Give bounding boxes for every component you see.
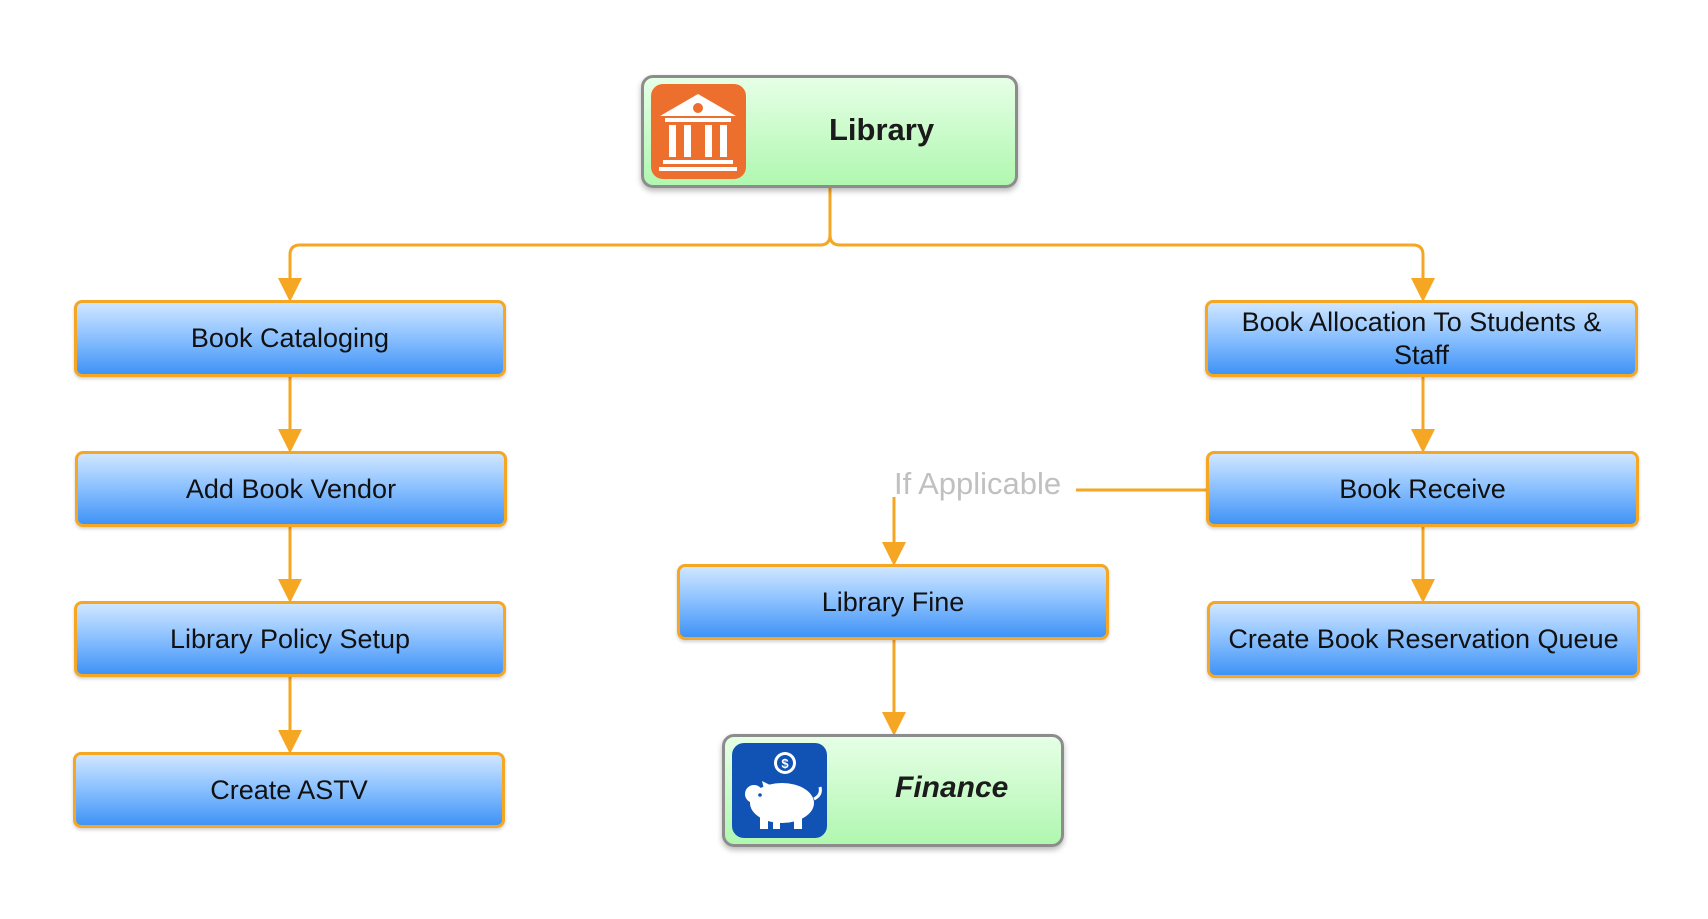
book-receive-label: Book Receive [1339,473,1506,504]
library-fine-label: Library Fine [821,586,965,617]
book-allocation-label: Book Allocation To Students & Staff [1241,306,1602,370]
library-policy-setup-node[interactable]: Library Policy Setup [74,601,506,677]
svg-text:$: $ [781,756,789,771]
library-module-label: Library [829,112,935,147]
library-module-node[interactable]: Library [641,75,1018,188]
create-astv-node[interactable]: Create ASTV [73,752,505,828]
library-fine-node[interactable]: Library Fine [677,564,1109,640]
add-book-vendor-node[interactable]: Add Book Vendor [75,451,507,527]
connector-library-right [828,234,1435,302]
library-policy-setup-label: Library Policy Setup [169,623,411,654]
add-book-vendor-label: Add Book Vendor [185,473,397,504]
book-allocation-node[interactable]: Book Allocation To Students & Staff [1205,300,1638,377]
create-book-reservation-queue-label: Create Book Reservation Queue [1228,624,1619,655]
library-building-icon [651,84,746,179]
book-cataloging-label: Book Cataloging [190,323,390,354]
finance-module-label: Finance [895,771,1009,804]
create-book-reservation-queue-node[interactable]: Create Book Reservation Queue [1207,601,1640,678]
book-receive-node[interactable]: Book Receive [1206,451,1639,527]
piggy-bank-icon: $ [732,743,827,838]
connector-library-trunk [278,188,832,302]
book-cataloging-node[interactable]: Book Cataloging [74,300,506,377]
finance-module-node[interactable]: $ Finance [722,734,1064,847]
create-astv-label: Create ASTV [210,774,368,805]
if-applicable-label: If Applicable [894,466,1062,501]
